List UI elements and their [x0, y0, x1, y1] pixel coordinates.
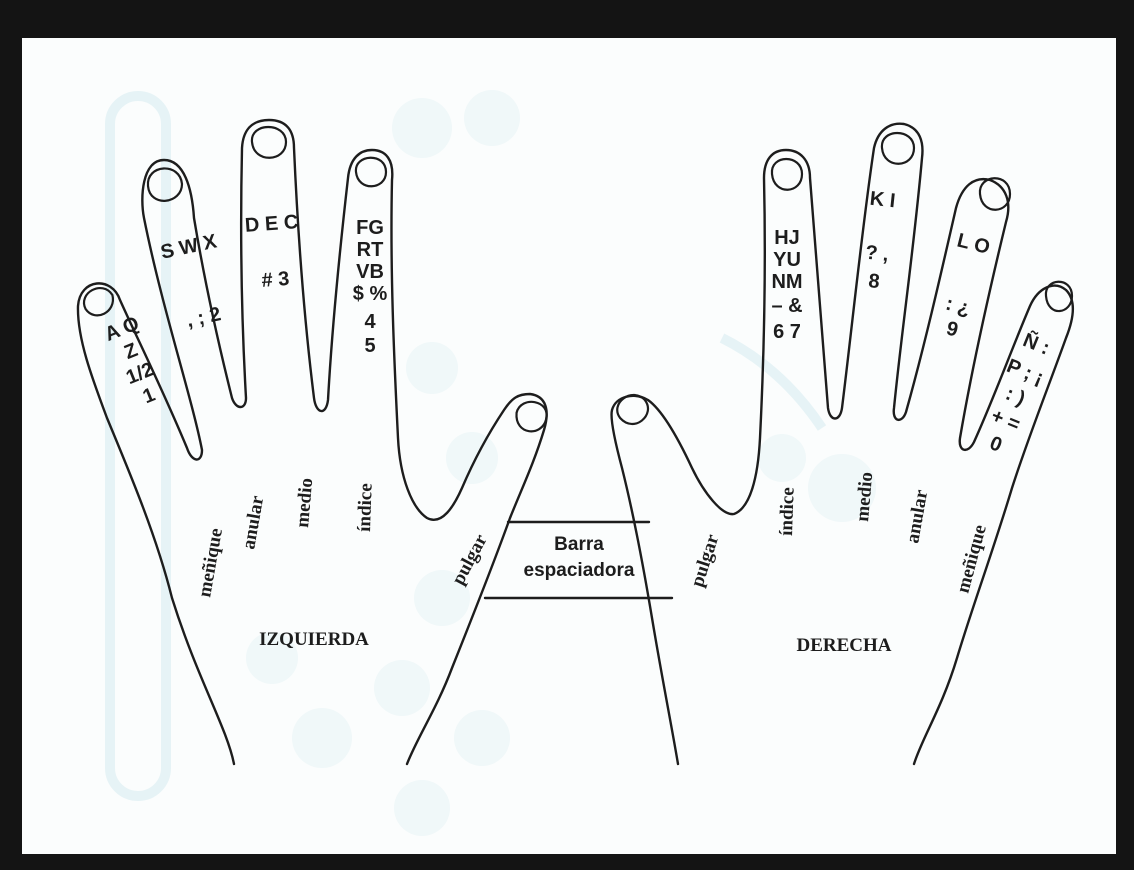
- right-ring-key-line: 9: [944, 318, 960, 342]
- left-hand-title: IZQUIERDA: [259, 629, 369, 650]
- right-index-key-line: 6 7: [773, 321, 801, 343]
- right-pinky-key-line: 0: [987, 432, 1006, 457]
- right-ring-key-line: : ¿: [943, 293, 972, 320]
- right-pinky-key-line: Ñ :: [1020, 328, 1053, 359]
- right-thumb-name: pulgar: [687, 531, 724, 589]
- right-middle-key-line: 8: [867, 270, 880, 293]
- left-ring-key-line: , ; 2: [185, 303, 223, 332]
- left-thumb-name: pulgar: [448, 530, 492, 588]
- right-middle-key-line: ? ,: [864, 242, 890, 266]
- right-pinky-name: meñique: [953, 523, 991, 596]
- right-index-name: índice: [776, 487, 799, 536]
- right-middle-key-line: K I: [869, 188, 897, 213]
- left-pinky-key-line: Z: [121, 339, 141, 364]
- right-index-key-line: NM: [771, 271, 802, 293]
- left-index-key-line: 5: [364, 335, 375, 357]
- right-index-key-line: – &: [771, 295, 802, 317]
- right-ring-keys: L O : ¿ 9: [934, 230, 993, 345]
- left-ring-name: anular: [238, 494, 268, 551]
- left-pinky-key-line: 1: [140, 384, 159, 409]
- left-index-keys: FG RT VB $ % 4 5: [353, 217, 388, 357]
- right-index-key-line: YU: [773, 249, 801, 271]
- left-middle-keys: D E C # 3: [244, 211, 303, 293]
- right-fingernails: [613, 133, 1072, 429]
- left-index-key-line: RT: [357, 239, 384, 261]
- space-bar-label-line2: espaciadora: [524, 560, 635, 581]
- left-middle-name: medio: [292, 477, 317, 528]
- left-pinky-name: meñique: [194, 527, 227, 599]
- right-index-key-line: HJ: [774, 227, 800, 249]
- left-middle-key-line: D E C: [244, 211, 299, 237]
- left-index-key-line: FG: [356, 217, 384, 239]
- right-ring-name: anular: [902, 488, 932, 545]
- space-bar-label-line1: Barra: [554, 534, 604, 555]
- hands-diagram: Barra espaciadora A Q Z 1/2 1 S W X , ; …: [22, 38, 1116, 854]
- left-index-key-line: VB: [356, 261, 384, 283]
- left-index-key-line: $ %: [353, 283, 388, 305]
- diagram-sheet: Barra espaciadora A Q Z 1/2 1 S W X , ; …: [22, 38, 1116, 854]
- space-bar: Barra espaciadora: [485, 522, 672, 598]
- right-middle-name: medio: [852, 471, 877, 522]
- background-keyboard-ghost: [110, 90, 876, 836]
- left-middle-key-line: # 3: [261, 268, 290, 292]
- right-index-keys: HJ YU NM – & 6 7: [771, 227, 802, 343]
- right-hand-title: DERECHA: [796, 635, 891, 656]
- right-hand-outline: [611, 124, 1072, 764]
- right-ring-key-line: L O: [955, 230, 992, 259]
- right-pinky-key-line: : ): [1002, 383, 1028, 410]
- right-pinky-key-line: + =: [988, 405, 1023, 436]
- left-index-name: índice: [354, 483, 377, 532]
- left-index-key-line: 4: [364, 311, 376, 333]
